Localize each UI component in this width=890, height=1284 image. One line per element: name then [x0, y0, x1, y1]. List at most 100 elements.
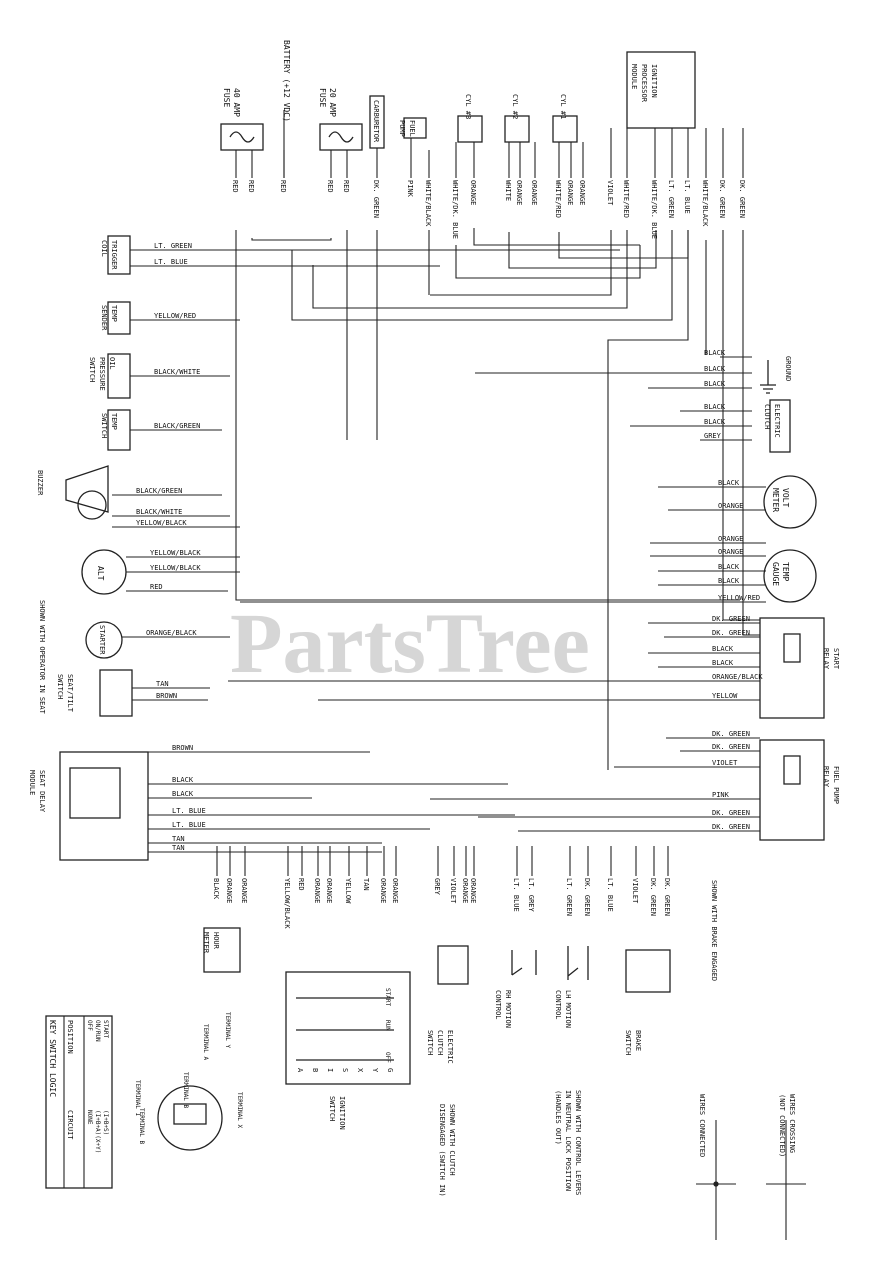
top-wire-label: WHITE/BLACK	[424, 180, 432, 227]
ignition-terminal-label-text: A	[296, 1068, 304, 1073]
right-wire-label-text: ORANGE	[718, 502, 743, 510]
bottom-wire-label-text: YELLOW/BLACK	[283, 878, 291, 929]
top-wire-label-text: LT. GREEN	[667, 180, 675, 218]
left-wire-label: BLACK/GREEN	[154, 422, 200, 430]
bottom-wire-label-text: LT. BLUE	[606, 878, 614, 912]
temp-sender-box	[107, 301, 131, 335]
bottom-wire-label: DK. GREEN	[583, 878, 591, 916]
top-wire-label: RED	[342, 180, 350, 193]
bottom-wire-label: ORANGE	[379, 878, 387, 903]
left-wire-label: BLACK	[172, 790, 194, 798]
top-wire-label-text: LT. BLUE	[683, 180, 691, 214]
left-wire-label-text: LT. BLUE	[172, 821, 206, 829]
fuel-pump-label-text: FUEL	[408, 120, 416, 137]
legend-connected-label: WIRES CONNECTED	[698, 1094, 706, 1157]
fuel-relay-label-text: FUEL PUMP	[832, 766, 840, 804]
right-wire-label: BLACK	[704, 365, 726, 373]
top-wire-label: WHITE/BLACK	[701, 180, 709, 227]
left-wire-label-text: BLACK/WHITE	[136, 508, 182, 516]
right-wire-label: DK. GREEN	[712, 823, 750, 831]
fuel-pump-label-text: PUMP	[398, 120, 406, 137]
right-wire-label-text: DK. GREEN	[712, 809, 750, 817]
wire-violet-top	[430, 230, 612, 296]
top-wire-label: VIOLET	[606, 180, 614, 206]
left-wire-label-text: LT. BLUE	[172, 807, 206, 815]
hour-meter-label-text: HOUR	[212, 932, 220, 950]
bottom-wire-label: GREY	[433, 878, 441, 896]
wire-ltblue	[607, 230, 689, 770]
right-wire-label: BLACK	[718, 577, 740, 585]
ignition-rails	[296, 997, 394, 1061]
key-logic-cell-text: OFF	[86, 1020, 93, 1031]
temp-gauge-circle	[763, 549, 817, 603]
right-wire-label-text: BLACK	[712, 659, 734, 667]
seat-delay-label-text: MODULE	[28, 770, 36, 795]
right-wire-label: DK. GREEN	[712, 730, 750, 738]
bottom-wire-label-text: ORANGE	[391, 878, 399, 903]
wire-orange-cyl3	[473, 228, 640, 246]
wire-dkgreen-r1	[722, 230, 760, 621]
ignition-position-label: OFF	[384, 1052, 391, 1063]
electric-clutch-label-text: ELECTRIC	[773, 404, 781, 438]
left-wire-label: ORANGE/BLACK	[146, 629, 197, 637]
battery-label-text: BATTERY (+12 VDC)	[282, 40, 291, 122]
ignition-terminal-label: A	[296, 1068, 304, 1073]
ignition-switch-label-text: IGNITION	[338, 1096, 346, 1130]
key-logic-cell: (I+B+A)(X+Y)	[94, 1110, 101, 1153]
alternator-circle	[81, 549, 127, 595]
bottom-wire-label-text: BLACK	[212, 878, 220, 900]
terminal-label-text: TERMINAL B	[182, 1072, 189, 1109]
left-wire-label-text: BLACK	[172, 790, 194, 798]
volt-meter-label-text: METER	[771, 488, 780, 512]
right-wire-label-text: BLACK	[718, 577, 740, 585]
top-wire-label-text: WHITE/BLACK	[701, 180, 709, 227]
right-wire-label-text: ORANGE	[718, 535, 743, 543]
top-wire-label: ORANGE	[469, 180, 477, 205]
top-wire-label-text: WHITE	[504, 180, 512, 201]
left-wire-label-text: BROWN	[156, 692, 177, 700]
bottom-wire-label-text: GREY	[433, 878, 441, 896]
right-wire-label-text: DK. GREEN	[712, 629, 750, 637]
ground-label: GROUND	[784, 356, 792, 381]
ignition-terminal-label-text: I	[326, 1068, 334, 1072]
top-wire-label-text: WHITE/DK. BLUE	[650, 180, 658, 239]
bottom-wire-label: ORANGE	[461, 878, 469, 903]
left-wire-label: LT. BLUE	[154, 258, 188, 266]
ignition-terminal-label-text: Y	[371, 1068, 379, 1073]
left-wire-label-text: TAN	[156, 680, 169, 688]
start-relay-label-text: RELAY	[822, 648, 830, 670]
electric-clutch-box	[769, 399, 791, 453]
alt-label-text: ALT	[96, 566, 105, 581]
wire-wred	[312, 230, 628, 309]
bottom-wire-label-text: LT. GREY	[527, 878, 535, 913]
left-wire-label-text: YELLOW/BLACK	[150, 549, 201, 557]
left-wire-label: BLACK/GREEN	[136, 487, 182, 495]
bottom-wire-label-text: YELLOW	[344, 878, 352, 904]
top-wire-label-text: RED	[342, 180, 350, 193]
wire-ltgreen	[291, 230, 673, 321]
terminal-label: TERMINAL B	[138, 1108, 145, 1145]
ground-symbol	[760, 360, 776, 394]
temp-sender-label-text: SENDER	[100, 305, 108, 331]
carburetor-label: CARBURETOR	[372, 100, 380, 143]
ignition-terminal-label: B	[311, 1068, 319, 1072]
top-wire-label-text: ORANGE	[515, 180, 523, 205]
key-logic-cell: (I+B+S)	[102, 1110, 109, 1135]
top-wire-label: ORANGE	[566, 180, 574, 205]
fuel-relay-label-text: RELAY	[822, 766, 830, 788]
left-wire-label: YELLOW/BLACK	[150, 564, 201, 572]
right-wire-label: DK. GREEN	[712, 809, 750, 817]
cyl3-label: CYL #3	[464, 94, 472, 119]
cyl1-label: CYL #1	[559, 94, 567, 119]
top-wire-label: ORANGE	[530, 180, 538, 205]
alt-label: ALT	[96, 566, 105, 581]
top-wire-label-text: DK. GREEN	[738, 180, 746, 218]
cyl3-box	[457, 115, 483, 143]
ignition-terminal-label: I	[326, 1068, 334, 1072]
left-wire-label-text: RED	[150, 583, 163, 591]
right-wire-label: YELLOW	[712, 692, 738, 700]
hour-meter-box	[203, 927, 241, 973]
